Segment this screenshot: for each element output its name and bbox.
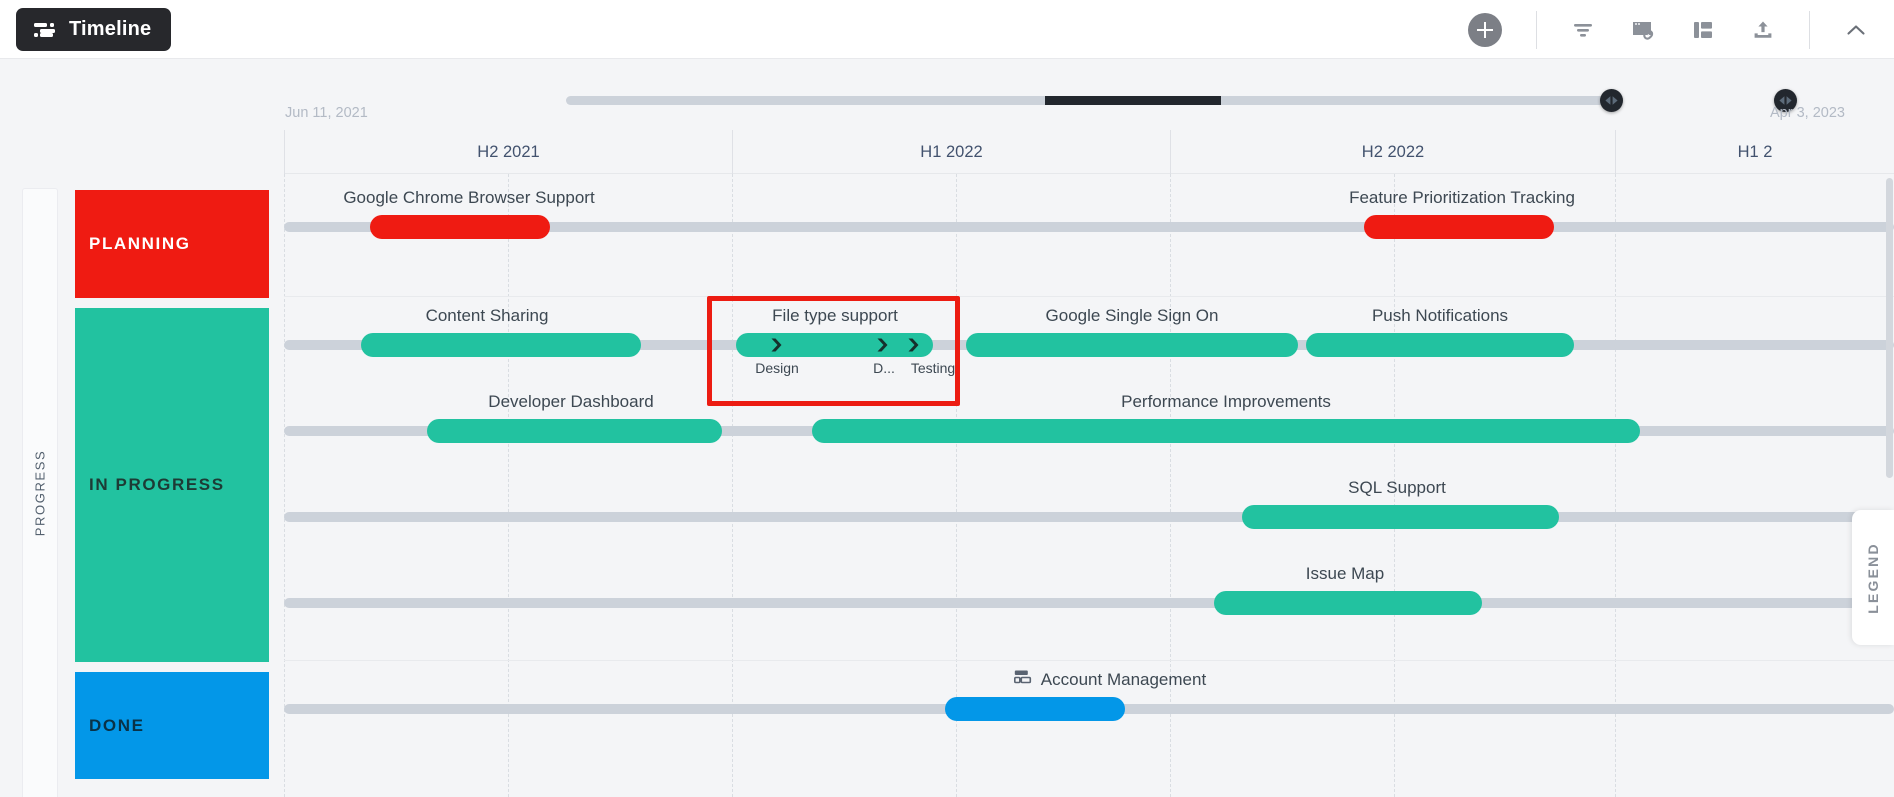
top-toolbar: Timeline [0,0,1894,59]
lane-separator-1 [284,660,1894,661]
task-bar[interactable] [1364,215,1554,239]
milestone-marker[interactable] [873,336,891,354]
page-title: Timeline [69,18,152,40]
toolbar-divider-1 [1536,10,1537,49]
timeline-row: Developer Dashboard Performance Improveme… [284,392,1894,450]
export-button[interactable] [1733,0,1793,59]
gridline-minor-1 [284,174,285,797]
task-bar[interactable] [1214,591,1482,615]
toolbar-actions [1468,0,1894,59]
task-bar[interactable] [1306,333,1574,357]
date-range-slider[interactable] [566,89,1797,112]
layout-button[interactable] [1673,0,1733,59]
task-bar[interactable] [812,419,1640,443]
milestone-label: Testing [910,360,956,376]
layout-panels-icon [1694,21,1712,38]
task-bar[interactable] [1242,505,1559,529]
swimlane-label-done: DONE [89,715,145,735]
timeline-row: SQL Support [284,478,1894,536]
milestone-label: D... [873,360,895,376]
legend-tab[interactable]: LEGEND [1852,510,1894,645]
chevron-right-icon [908,338,919,352]
left-right-arrows-icon [1779,96,1792,105]
legend-label: LEGEND [1865,541,1882,614]
gridline-minor-3 [956,174,957,797]
slider-handle-left[interactable] [1600,89,1623,112]
collapse-button[interactable] [1826,0,1886,59]
swimlane-label-in-progress: IN PROGRESS [89,475,225,494]
timeline-period-0: H2 2021 [284,130,732,174]
swimlane-chip-in-progress[interactable]: IN PROGRESS [75,308,269,662]
row-track [284,512,1894,522]
swimlane-chip-planning[interactable]: PLANNING [75,190,269,298]
add-button[interactable] [1468,12,1502,47]
task-label: Account Management [1014,668,1206,692]
left-right-arrows-icon [1605,96,1618,105]
plus-icon [1468,13,1502,47]
upload-icon [1754,21,1772,38]
timeline-period-2: H2 2022 [1170,130,1615,174]
task-bar[interactable] [945,697,1125,721]
card-layout-icon [1014,668,1033,692]
timeline-period-1: H1 2022 [732,130,1170,174]
task-label: Developer Dashboard [488,392,654,411]
slider-selected-range [1045,96,1221,105]
milestone-marker[interactable] [904,336,922,354]
chevron-up-icon [1847,24,1865,35]
timeline-title-chip[interactable]: Timeline [16,8,172,51]
gridline-3 [1615,174,1616,797]
task-label: Issue Map [1305,564,1385,583]
timeline-row: Google Chrome Browser Support Feature Pri… [284,188,1894,246]
swimlane-chip-done[interactable]: DONE [75,672,269,779]
swimlane-label-planning: PLANNING [89,234,191,253]
timeline-row: Account Management [284,670,1894,728]
task-bar[interactable] [427,419,722,443]
timeline-period-3: H1 2 [1615,130,1894,174]
timeline-plot: Google Chrome Browser Support Feature Pri… [284,174,1894,797]
swimlane-rail: PROGRESS [22,188,58,797]
task-label-text: Account Management [1040,670,1207,689]
toolbar-divider-2 [1809,10,1810,49]
row-track [284,222,1894,232]
chevron-right-icon [771,338,782,352]
chevron-right-icon [877,338,888,352]
slider-handle-right[interactable] [1774,89,1797,112]
milestone-label: Design [755,360,799,376]
timeline-row: Issue Map [284,564,1894,622]
task-label: Google Single Sign On [1045,306,1219,325]
task-bar[interactable] [361,333,641,357]
task-label: Feature Prioritization Tracking [1349,188,1575,207]
task-label: File type support [772,306,898,325]
gridline-1 [732,174,733,797]
vertical-scrollbar[interactable] [1886,178,1893,478]
range-start-date: Jun 11, 2021 [285,105,368,121]
timeline-icon [34,22,56,38]
milestone-marker[interactable] [767,336,785,354]
task-bar[interactable] [736,333,933,357]
task-bar[interactable] [966,333,1298,357]
task-label: SQL Support [1348,478,1446,497]
lane-separator-0 [284,296,1894,297]
rail-label: PROGRESS [32,449,48,537]
task-label: Performance Improvements [1121,392,1331,411]
task-bar[interactable] [370,215,550,239]
browser-link-icon [1633,21,1654,40]
task-label: Google Chrome Browser Support [343,188,595,207]
row-track [284,598,1894,608]
task-label: Push Notifications [1371,306,1509,325]
gridline-minor-2 [508,174,509,797]
filter-button[interactable] [1553,0,1613,59]
gridline-minor-4 [1394,174,1395,797]
filter-icon [1574,23,1592,37]
link-board-button[interactable] [1613,0,1673,59]
gridline-2 [1170,174,1171,797]
task-label: Content Sharing [425,306,549,325]
range-end-date: Apr 3, 2023 [1770,105,1845,121]
